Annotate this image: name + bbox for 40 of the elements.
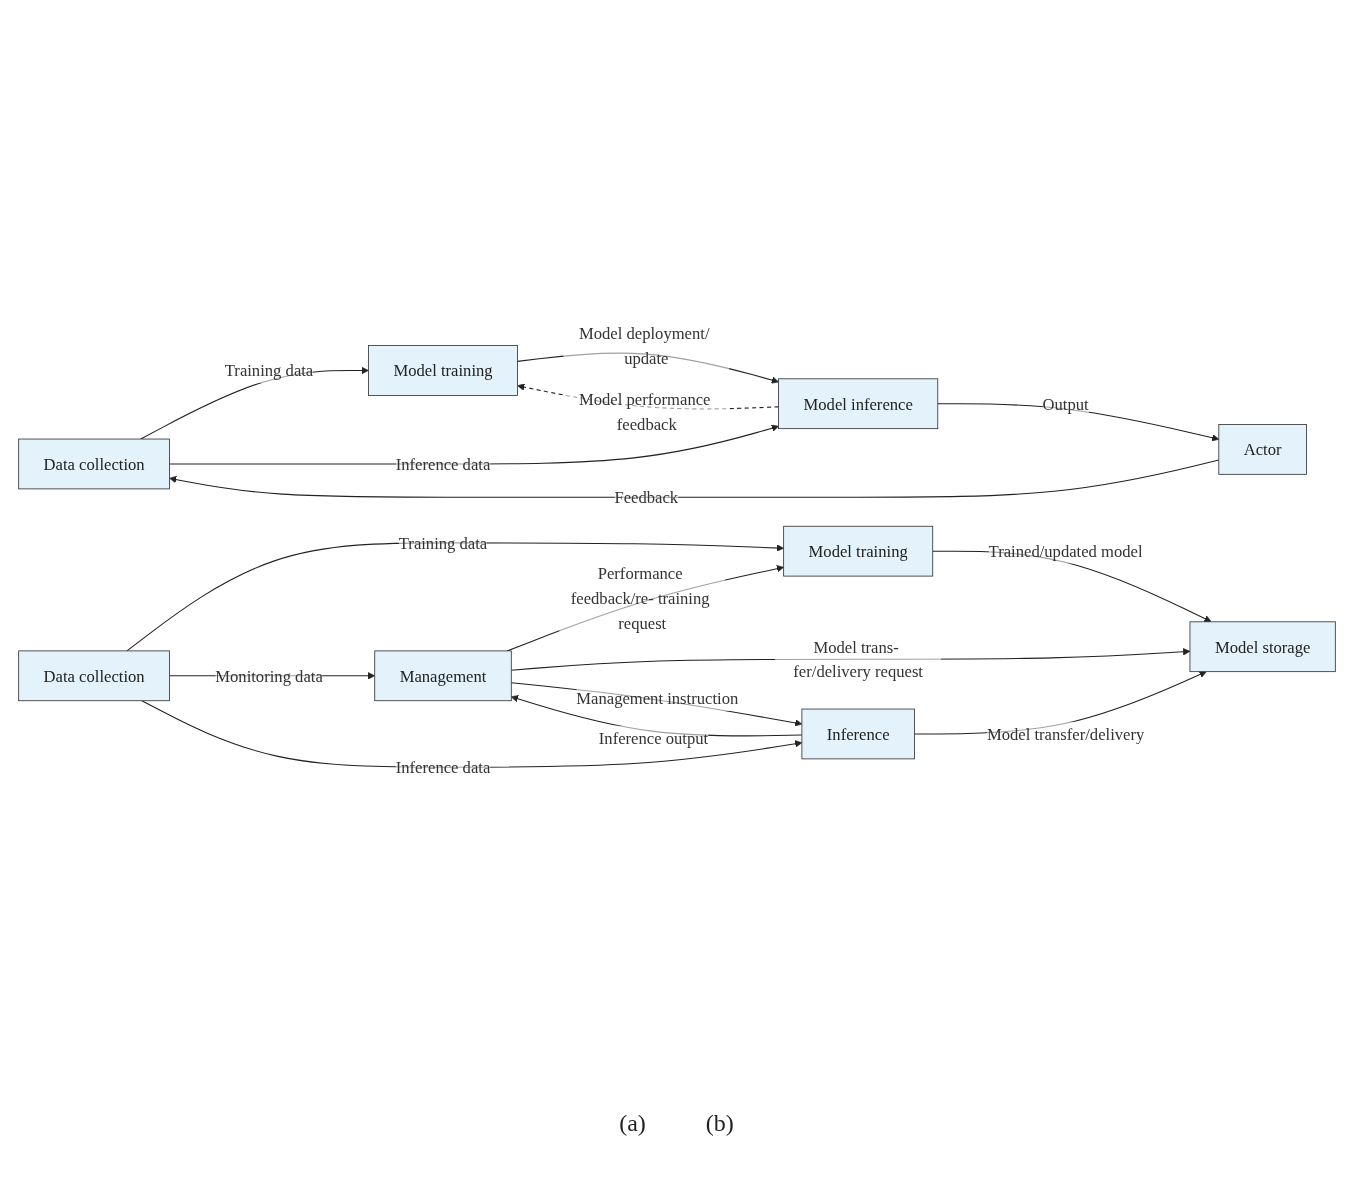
arrow bbox=[516, 383, 779, 410]
arrow bbox=[125, 542, 784, 652]
edge-label: Model performance feedback bbox=[578, 390, 710, 434]
node-box: Data collection bbox=[17, 650, 170, 701]
arrow bbox=[140, 700, 802, 768]
arrow bbox=[936, 403, 1219, 442]
node-box: Management bbox=[373, 650, 512, 701]
node-box: Model training bbox=[367, 345, 518, 396]
edge-label: Performance feedback/re- training request bbox=[570, 564, 710, 633]
edge-label: Trained/updated model bbox=[988, 541, 1143, 561]
arrow bbox=[516, 352, 779, 384]
edge-label: Model transfer/delivery bbox=[986, 724, 1144, 743]
arrow bbox=[506, 564, 784, 652]
node-box: Model storage bbox=[1189, 621, 1336, 672]
node-box: Model training bbox=[782, 525, 933, 577]
node-box: Data collection bbox=[17, 438, 170, 490]
arrow bbox=[510, 695, 802, 737]
edge-label: Model trans- fer/delivery request bbox=[792, 637, 923, 681]
edge-label: Output bbox=[1042, 394, 1089, 413]
edge-label: Feedback bbox=[613, 487, 678, 507]
edge-label: Inference data bbox=[395, 454, 490, 473]
panel-label: (b) bbox=[705, 1110, 734, 1137]
node-box: Actor bbox=[1217, 423, 1307, 475]
arrow bbox=[913, 670, 1207, 735]
arrow bbox=[931, 550, 1212, 623]
arrow bbox=[168, 672, 375, 680]
arrow bbox=[510, 682, 802, 727]
edge-label: Training data bbox=[398, 533, 487, 552]
edge-label: Training data bbox=[224, 361, 313, 380]
edge-label: Monitoring data bbox=[214, 666, 323, 685]
edge-label: Inference data bbox=[395, 757, 490, 777]
arrow bbox=[168, 424, 779, 465]
node-box: Model inference bbox=[777, 378, 938, 429]
edge-label: Management instruction bbox=[575, 689, 738, 708]
edge-label: Inference output bbox=[598, 728, 708, 747]
edge-label: Model deployment/ update bbox=[578, 323, 710, 368]
arrow bbox=[510, 647, 1190, 671]
arrow bbox=[168, 459, 1219, 498]
panel-label: (a) bbox=[619, 1110, 646, 1137]
node-box: Inference bbox=[800, 708, 915, 760]
